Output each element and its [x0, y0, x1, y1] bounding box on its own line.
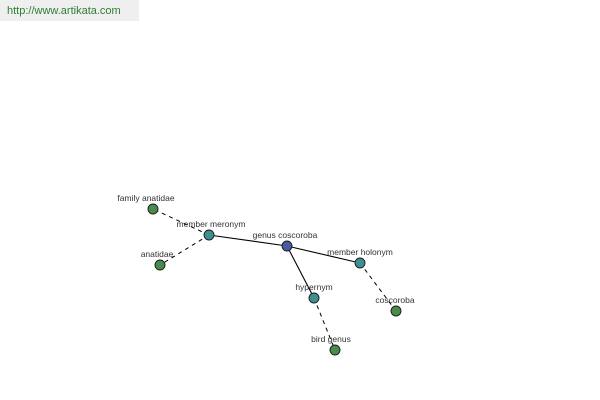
- node-member-holonym[interactable]: member holonym: [327, 247, 393, 269]
- edge-meronym-family-anatidae: [152, 208, 210, 236]
- relation-node-circle[interactable]: [203, 229, 215, 241]
- relation-node-circle[interactable]: [354, 257, 366, 269]
- relation-node-circle[interactable]: [308, 292, 320, 304]
- center-node-circle[interactable]: [281, 240, 293, 252]
- node-family-anatidae[interactable]: family anatidae: [117, 193, 175, 215]
- node-hypernym[interactable]: hypernym: [295, 282, 333, 304]
- center-node-label: genus coscoroba: [253, 230, 318, 240]
- edge-holonym-coscoroba: [359, 262, 397, 312]
- term-node-label: bird genus: [311, 334, 351, 344]
- term-node-circle[interactable]: [329, 344, 341, 356]
- url-link[interactable]: http://www.artikata.com: [7, 5, 121, 17]
- node-bird-genus[interactable]: bird genus: [311, 334, 351, 356]
- node-genus-coscoroba[interactable]: genus coscoroba: [253, 230, 318, 252]
- relation-node-label: member holonym: [327, 247, 393, 257]
- edge-meronym-anatidae: [159, 234, 210, 266]
- relation-node-label: member meronym: [177, 219, 246, 229]
- term-node-circle[interactable]: [147, 203, 159, 215]
- node-coscoroba[interactable]: coscoroba: [375, 295, 415, 317]
- term-node-circle[interactable]: [154, 259, 166, 271]
- edge-hypernym-bird-genus: [313, 297, 336, 351]
- term-node-label: coscoroba: [375, 295, 414, 305]
- relation-node-label: hypernym: [295, 282, 332, 292]
- term-node-label: anatidae: [141, 249, 174, 259]
- term-node-label: family anatidae: [117, 193, 174, 203]
- edge-center-member-meronym: [208, 234, 288, 247]
- url-banner[interactable]: http://www.artikata.com: [0, 0, 139, 21]
- edge-center-hypernym: [286, 245, 315, 299]
- edge-center-member-holonym: [286, 245, 361, 264]
- term-node-circle[interactable]: [390, 305, 402, 317]
- node-anatidae[interactable]: anatidae: [141, 249, 174, 271]
- node-member-meronym[interactable]: member meronym: [177, 219, 246, 241]
